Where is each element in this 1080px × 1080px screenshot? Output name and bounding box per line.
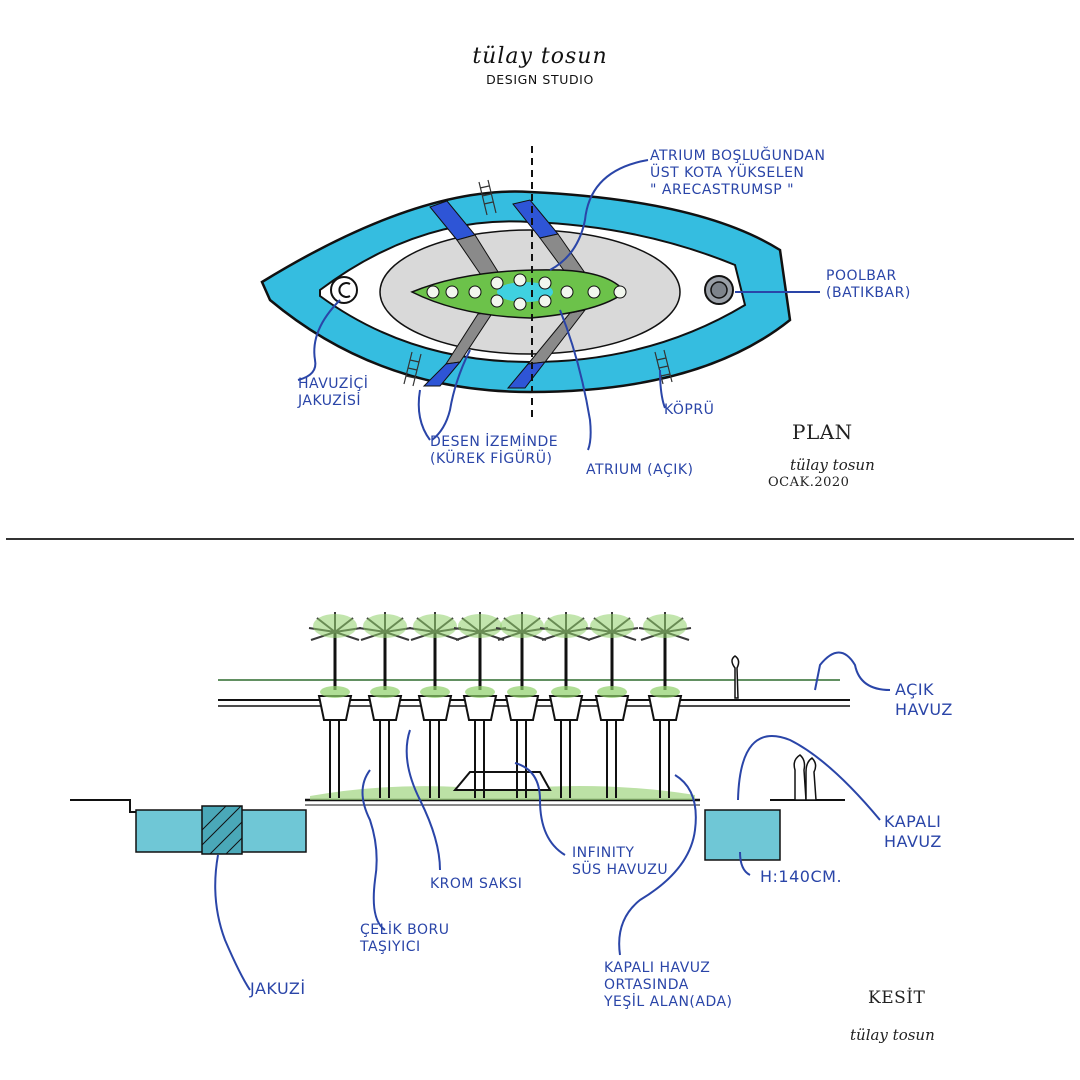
section-signature: tülay tosun [850, 1026, 935, 1044]
chrome-pot [504, 695, 540, 721]
pot-planting [320, 686, 350, 698]
plan-bridge-bl-bot [422, 361, 462, 387]
palm-canopy [458, 614, 502, 638]
chrome-pot [647, 695, 683, 721]
palm-planter-unit [308, 612, 362, 798]
label-steel-pipe: ÇELİK BORU TAŞIYICI [360, 922, 450, 955]
steel-pipe-column [474, 720, 485, 798]
palm-canopy [643, 614, 687, 638]
plan-signature: tülay tosun [790, 456, 875, 474]
label-closed-pool: KAPALI HAVUZ [884, 812, 942, 851]
palm-planter-unit [408, 612, 462, 798]
label-poolbar: POOLBAR (BATIKBAR) [826, 268, 911, 301]
plan-leader-lines [297, 159, 820, 451]
label-atrium-palm: ATRIUM BOŞLUĞUNDAN ÜST KOTA YÜKSELEN " A… [650, 148, 826, 198]
steel-pipe-column [560, 720, 571, 798]
plan-bridge-br-bot [506, 361, 547, 389]
plan-title: PLAN [792, 420, 853, 444]
label-bridge: KÖPRÜ [664, 402, 715, 418]
pot-planting [551, 686, 581, 698]
section-jacuzzi-hatch [201, 805, 243, 855]
palm-planter-unit [358, 612, 412, 798]
palm-canopy [363, 614, 407, 638]
studio-logo: tülay tosun DESIGN STUDIO [440, 44, 640, 87]
section-ground-planting [310, 786, 695, 800]
section-people [731, 655, 817, 801]
chrome-pot [594, 695, 630, 721]
palm-planter-unit [539, 612, 593, 798]
plan-palm-circles [426, 273, 627, 311]
palm-canopy [544, 614, 588, 638]
palm-canopy [413, 614, 457, 638]
label-chrome-pot: KROM SAKSI [430, 876, 523, 892]
section-leader-lines [214, 651, 891, 991]
logo-studio-name: DESIGN STUDIO [486, 72, 594, 87]
pot-planting [597, 686, 627, 698]
palm-planter-unit [585, 612, 639, 798]
palm-planter-unit [453, 612, 507, 798]
chrome-pot [417, 695, 453, 721]
label-atrium-open: ATRIUM (AÇIK) [586, 462, 694, 478]
steel-pipe-column [606, 720, 617, 798]
pot-planting [650, 686, 680, 698]
section-palm-row [308, 612, 692, 798]
section-title: KESİT [868, 988, 926, 1008]
steel-pipe-column [329, 720, 340, 798]
palm-planter-unit [495, 612, 549, 798]
palm-canopy [313, 614, 357, 638]
label-island: KAPALI HAVUZ ORTASINDA YEŞİL ALAN(ADA) [604, 960, 733, 1010]
label-plan-jacuzzi: HAVUZİÇİ JAKUZİSİ [298, 376, 369, 409]
steel-pipe-column [659, 720, 670, 798]
plan-date: OCAK.2020 [768, 475, 850, 490]
section-closed-pool [704, 809, 781, 861]
plan-ladders [403, 179, 673, 387]
label-section-jacuzzi: JAKUZİ [250, 979, 306, 998]
chrome-pot [317, 695, 353, 721]
chrome-pot [548, 695, 584, 721]
pot-planting [370, 686, 400, 698]
palm-canopy [590, 614, 634, 638]
chrome-pot [367, 695, 403, 721]
palm-canopy [500, 614, 544, 638]
plan-atrium-void [497, 282, 553, 302]
label-infinity-pond: INFINITY SÜS HAVUZU [572, 845, 669, 878]
pot-planting [465, 686, 495, 698]
pot-planting [420, 686, 450, 698]
label-depth: h:140cm. [760, 867, 843, 886]
steel-pipe-column [379, 720, 390, 798]
label-open-pool: AÇIK HAVUZ [895, 680, 953, 719]
steel-pipe-column [516, 720, 527, 798]
palm-planter-unit [638, 612, 692, 798]
steel-pipe-column [429, 720, 440, 798]
plan-jacuzzi [330, 276, 358, 304]
chrome-pot [462, 695, 498, 721]
pot-planting [507, 686, 537, 698]
label-pattern: DESEN İZEMİNDE (KÜREK FİGÜRÜ) [430, 434, 559, 467]
logo-signature: tülay tosun [472, 44, 608, 69]
